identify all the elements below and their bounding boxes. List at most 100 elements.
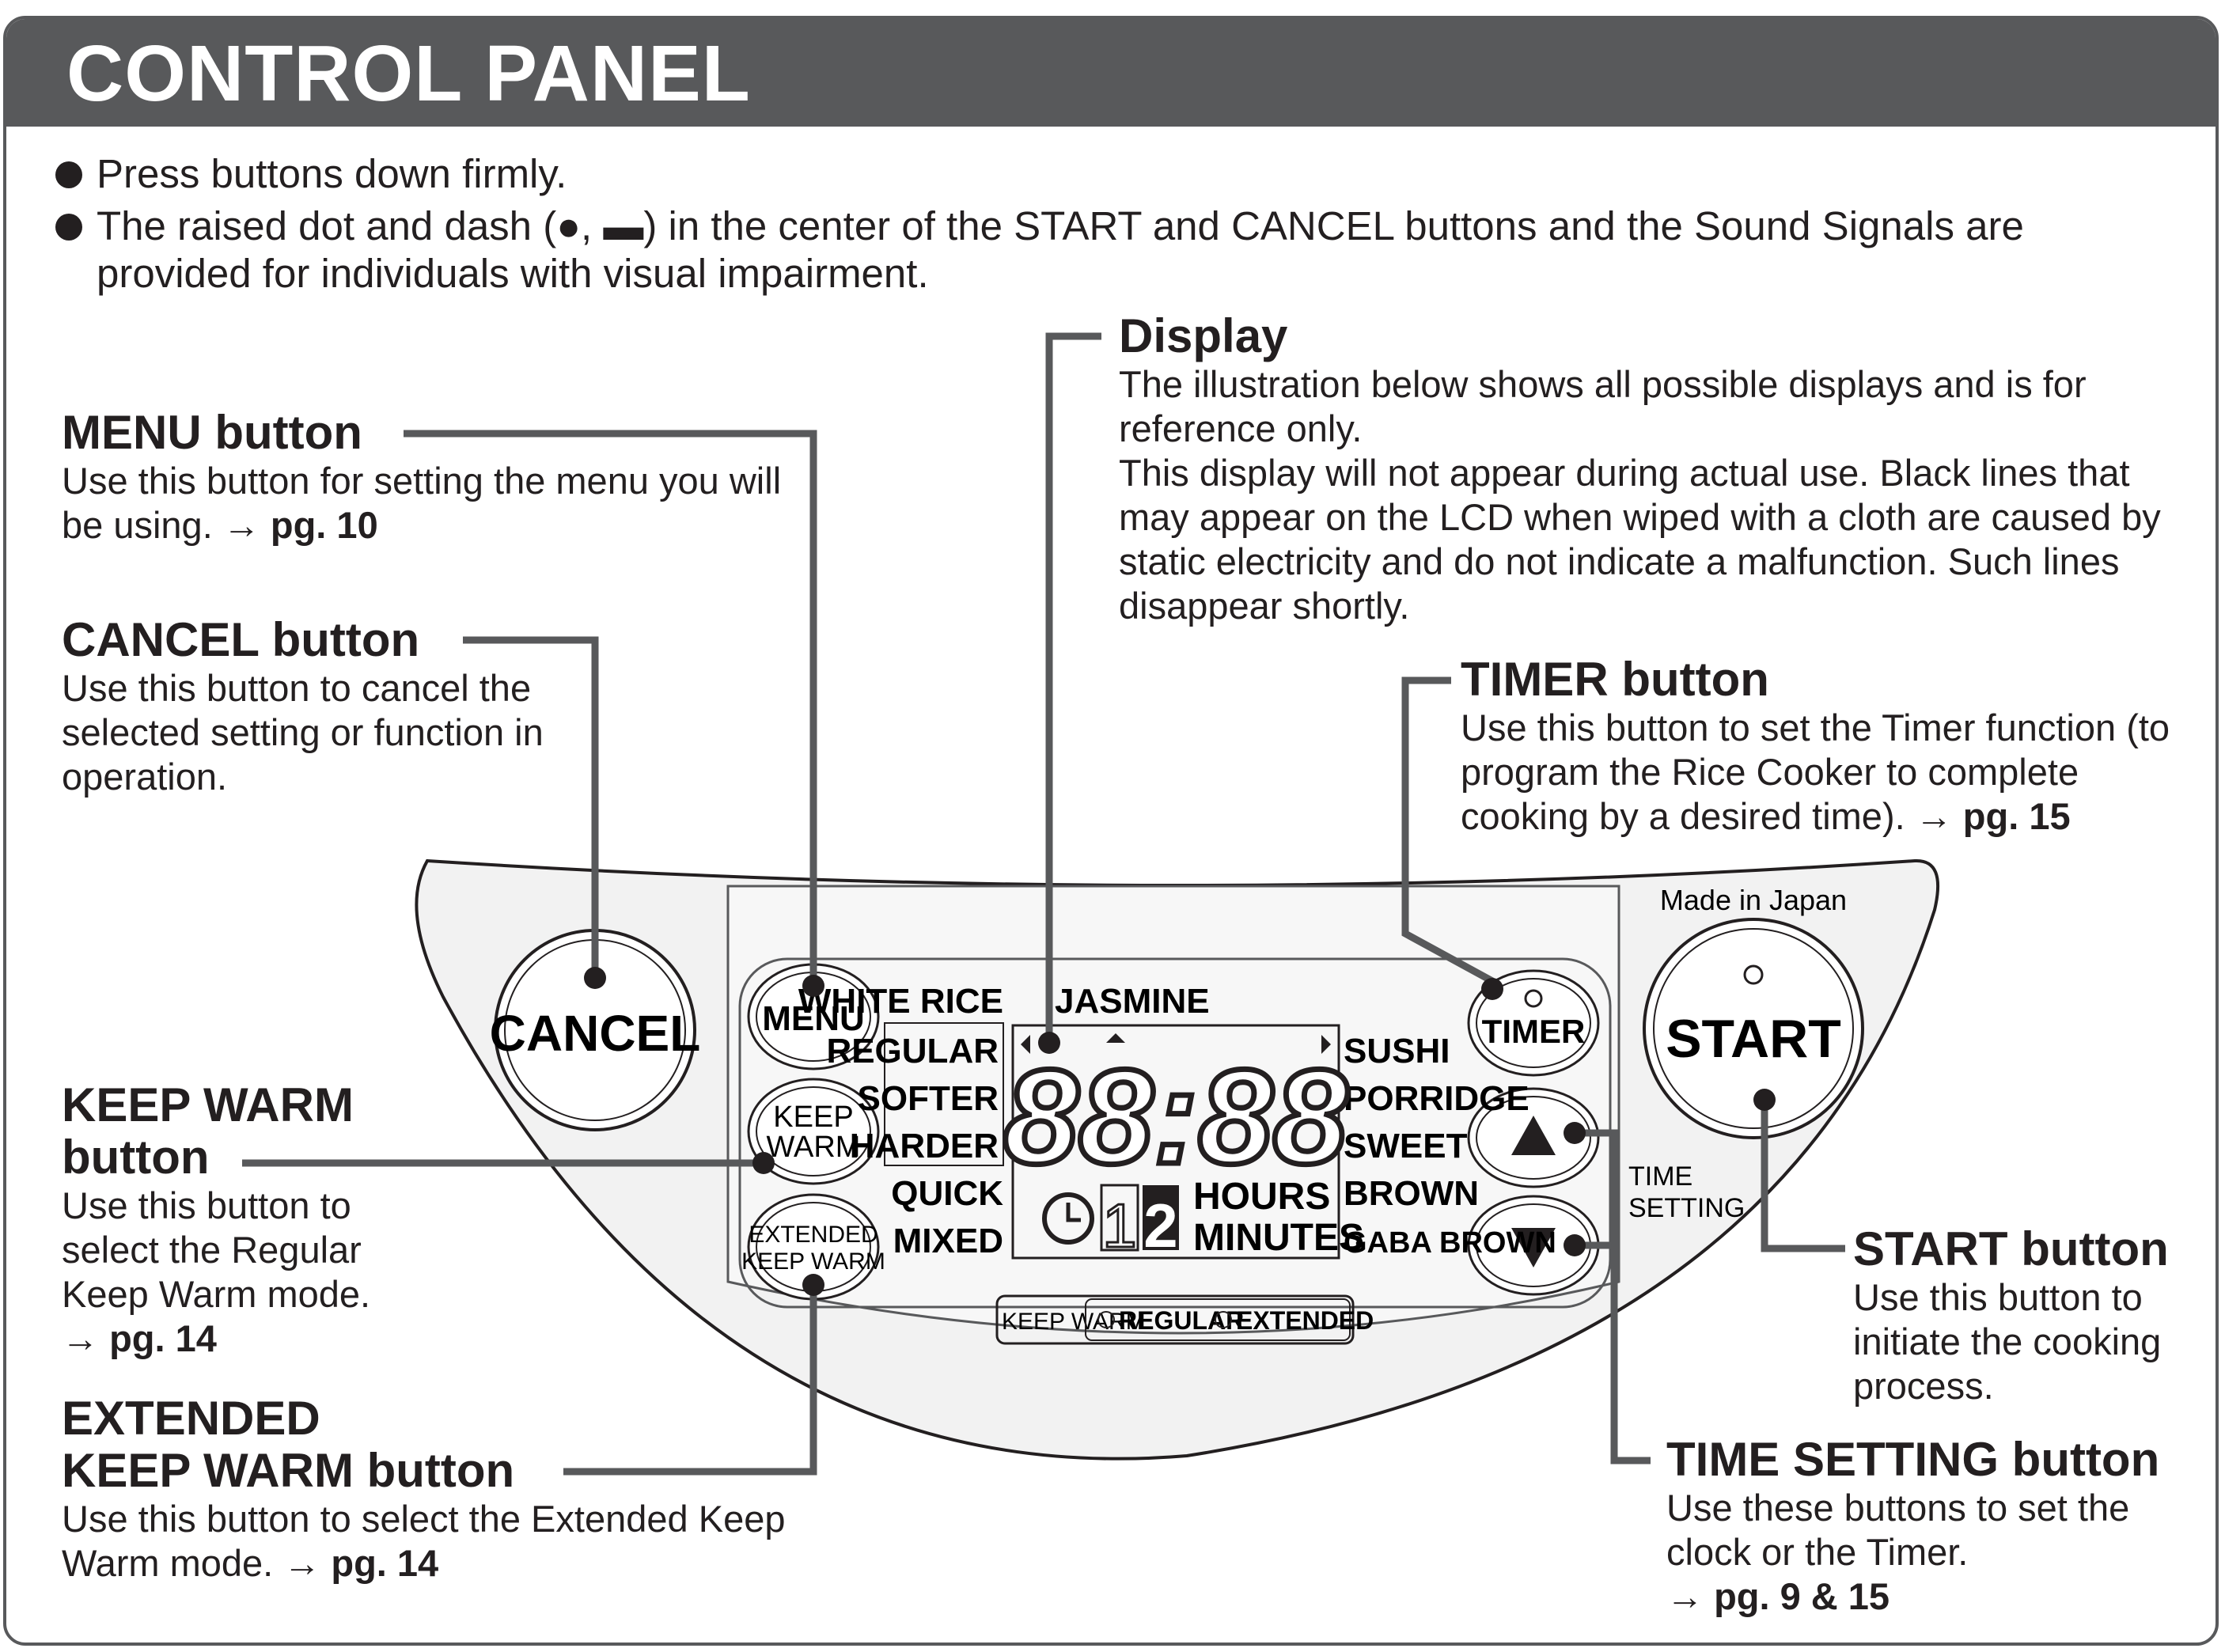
leader-lines [242, 332, 1845, 1476]
timer-button-label: TIMER [1482, 1013, 1586, 1050]
up-pointer-icon [1106, 1033, 1125, 1043]
start-button-label: START [1666, 1009, 1841, 1069]
menu-harder: HARDER [850, 1127, 999, 1165]
display-callout: Display The illustration below shows all… [1119, 310, 2195, 628]
menu-page: pg. 10 [270, 504, 378, 546]
lcd-digits: 88:88 [1004, 1042, 1348, 1192]
kw-label: KEEP WARM [1002, 1309, 1146, 1335]
display-heading: Display [1119, 309, 1288, 362]
keep-warm-heading-1: KEEP WARM [62, 1078, 354, 1131]
leader-timer [1401, 676, 1495, 984]
cancel-button[interactable]: CANCEL [490, 929, 701, 1131]
timer-slot-1 [1100, 1184, 1139, 1252]
kw-regular-icon [1097, 1311, 1115, 1328]
menu-jasmine: JASMINE [1055, 982, 1210, 1021]
menu-softer: SOFTER [858, 1079, 999, 1118]
right-pointer-icon [1321, 1035, 1331, 1054]
time-setting-text: Use these buttons to set the clock or th… [1666, 1487, 2130, 1573]
menu-regular: REGULAR [826, 1032, 999, 1070]
menu-text: Use this button for setting the menu you… [62, 460, 782, 546]
menu-sweet: SWEET [1344, 1127, 1468, 1165]
cancel-heading: CANCEL button [62, 613, 420, 666]
extended-page: pg. 14 [331, 1542, 439, 1584]
leader-dots [584, 967, 1776, 1296]
keep-warm-page: pg. 14 [109, 1317, 217, 1359]
keep-warm-label-1: KEEP [773, 1101, 853, 1134]
cancel-text: Use this button to cancel the selected s… [62, 667, 544, 798]
left-pointer-icon [1021, 1035, 1030, 1054]
keep-warm-text: Use this button to select the Regular Ke… [62, 1184, 371, 1315]
arrow-icon: → [1666, 1575, 1704, 1617]
note-2: The raised dot and dash (●, ▬) in the ce… [97, 203, 2024, 296]
time-setting-label-1: TIME [1628, 1161, 1692, 1192]
timer-page: pg. 15 [1962, 795, 2071, 837]
clock-hands-icon [1066, 1203, 1081, 1222]
lcd-frame [1011, 1024, 1340, 1260]
time-setting-callout: TIME SETTING button Use these buttons to… [1666, 1434, 2212, 1619]
title-bar: CONTROL PANEL [6, 19, 2216, 127]
arrow-icon: → [222, 504, 260, 546]
start-callout: START button Use this button to initiate… [1853, 1223, 2209, 1408]
rice-texture-box [884, 1022, 1004, 1166]
menu-white-rice: WHITE RICE [798, 982, 1003, 1021]
triangle-down-icon [1511, 1228, 1556, 1267]
start-heading: START button [1853, 1222, 2169, 1275]
timer-callout: TIMER button Use this button to set the … [1461, 654, 2204, 839]
keep-warm-heading-2: button [62, 1131, 210, 1184]
leader-time-setting-up [1575, 1129, 1651, 1464]
control-panel-frame: CONTROL PANEL [3, 16, 2219, 1646]
start-text: Use this button to initiate the cooking … [1853, 1276, 2162, 1407]
keep-warm-callout: KEEP WARM button Use this button to sele… [62, 1079, 410, 1361]
keep-warm-button[interactable]: KEEP WARM [747, 1078, 880, 1185]
inner-panel [726, 885, 1620, 1335]
arrow-icon: → [1915, 795, 1953, 837]
clock-icon [1042, 1192, 1094, 1245]
keep-warm-label-2: WARM [767, 1131, 861, 1164]
timer-slot-2 [1143, 1185, 1179, 1250]
timer-heading: TIMER button [1461, 653, 1769, 706]
timer-digit-2: 2 [1143, 1191, 1177, 1260]
menu-button-label: MENU [762, 999, 865, 1038]
time-up-button[interactable] [1467, 1087, 1600, 1188]
lcd-display: WHITE RICE JASMINE REGULAR SOFTER HARDER… [798, 982, 1556, 1262]
menu-callout: MENU button Use this button for setting … [62, 407, 821, 548]
menu-heading: MENU button [62, 406, 362, 459]
timer-indicator-icon [1524, 989, 1543, 1008]
keep-warm-indicator: KEEP WARM REGULAR EXTENDED [995, 1294, 1374, 1345]
page-title: CONTROL PANEL [66, 29, 751, 118]
menu-sushi: SUSHI [1344, 1032, 1450, 1070]
timer-button[interactable]: TIMER [1467, 969, 1600, 1077]
menu-mixed: MIXED [893, 1222, 1003, 1260]
extended-heading-1: EXTENDED [62, 1392, 320, 1445]
kw-extended-icon [1215, 1311, 1232, 1328]
menu-brown: BROWN [1344, 1174, 1479, 1213]
kw-regular-label: REGULAR [1119, 1306, 1244, 1335]
menu-gaba-brown: GABA BROWN [1344, 1226, 1556, 1260]
raised-dot-icon [1743, 964, 1764, 985]
kw-extended-label: EXTENDED [1236, 1306, 1374, 1335]
extended-label-2: KEEP WARM [741, 1248, 885, 1275]
start-button[interactable]: START [1643, 918, 1864, 1139]
time-setting-page: pg. 9 & 15 [1714, 1575, 1890, 1617]
time-down-button[interactable] [1467, 1195, 1600, 1296]
cancel-callout: CANCEL button Use this button to cancel … [62, 614, 552, 799]
note-1: Press buttons down firmly. [97, 151, 567, 196]
extended-label-1: EXTENDED [749, 1222, 877, 1248]
timer-text: Use this button to set the Timer functio… [1461, 707, 2170, 837]
bullet-icon [55, 161, 82, 188]
triangle-up-icon [1511, 1116, 1556, 1155]
minutes-label: MINUTES [1193, 1217, 1364, 1259]
leader-display [1045, 332, 1101, 1043]
timer-digit-1: 1 [1102, 1191, 1136, 1260]
extended-keep-warm-button[interactable]: EXTENDED KEEP WARM [741, 1193, 885, 1301]
time-setting-heading: TIME SETTING button [1666, 1433, 2160, 1486]
leader-start [1761, 1100, 1845, 1252]
leader-extended [563, 1285, 817, 1476]
menu-quick: QUICK [891, 1174, 1003, 1213]
menu-porridge: PORRIDGE [1344, 1079, 1529, 1118]
time-setting-label-2: SETTING [1628, 1193, 1745, 1223]
cancel-button-label: CANCEL [490, 1005, 701, 1062]
extended-heading-2: KEEP WARM button [62, 1444, 515, 1497]
made-in-label: Made in Japan [1660, 884, 1847, 916]
